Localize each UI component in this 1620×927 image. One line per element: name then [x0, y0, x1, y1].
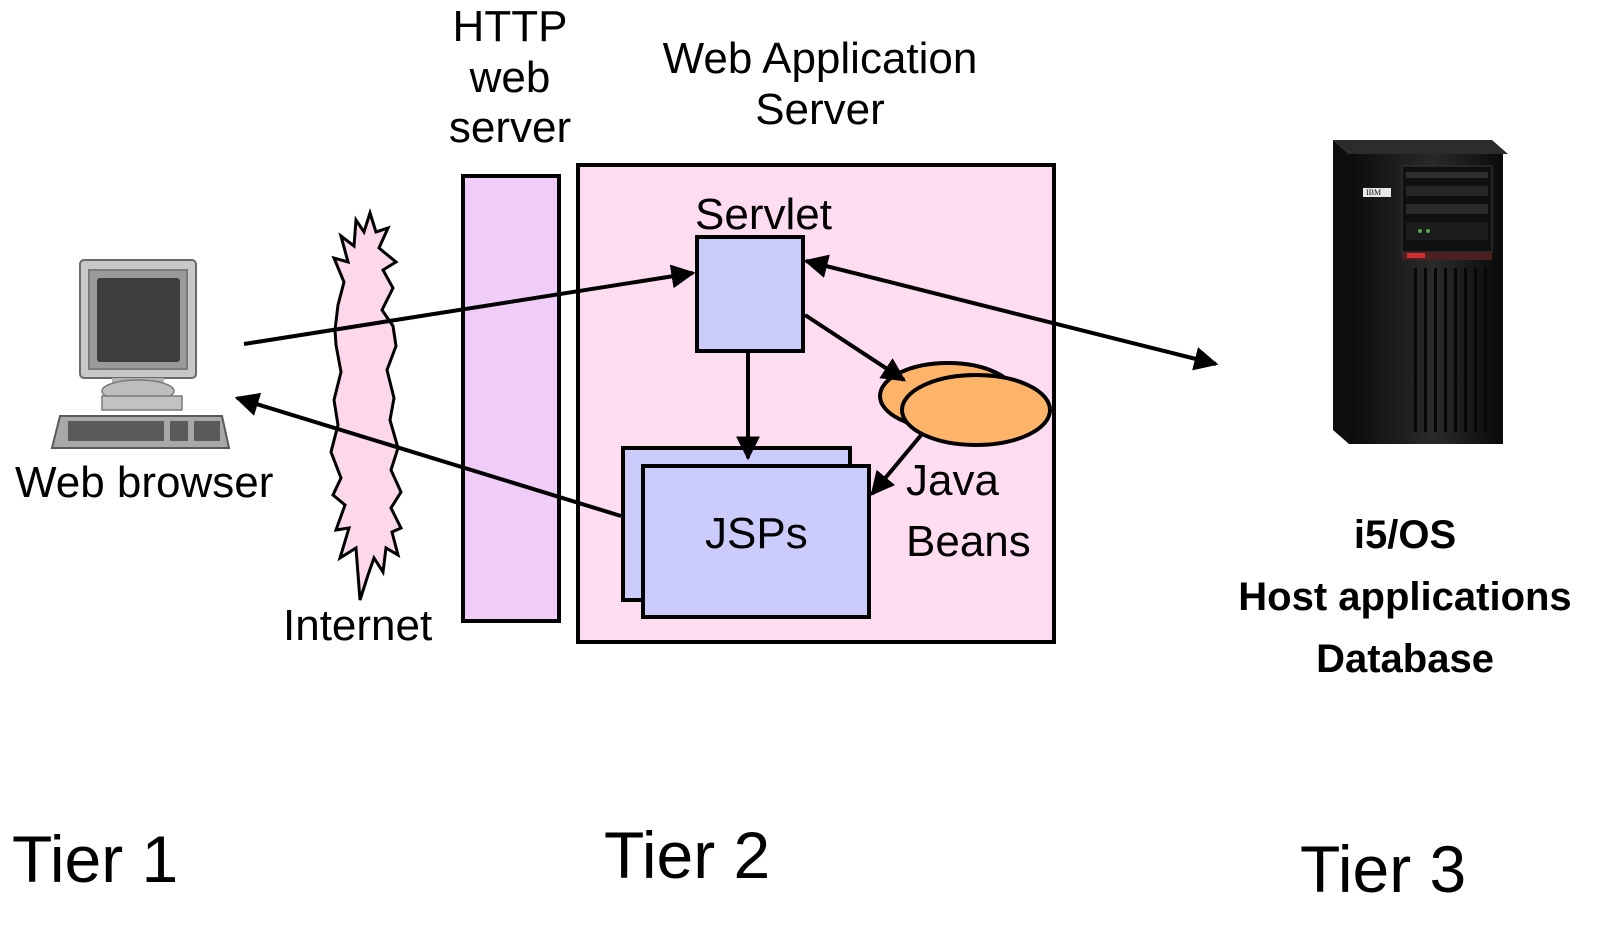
servlet-box	[695, 235, 805, 353]
http-web-server-label-line-2: web	[469, 52, 551, 102]
server-brand-text: IBM	[1366, 188, 1381, 197]
tier-1-label: Tier 1	[12, 822, 179, 896]
java-beans-label: Java Beans	[906, 451, 1031, 572]
arrow-jsp-to-browser	[234, 392, 622, 518]
http-web-server-label: HTTP web server	[430, 2, 590, 154]
web-application-server-label: Web Application Server	[635, 34, 1005, 135]
servlet-label: Servlet	[695, 190, 832, 239]
host-label: i5/OS Host applications Database	[1215, 504, 1595, 690]
jsp-page-front	[641, 464, 871, 619]
jsps-label: JSPs	[705, 509, 808, 558]
java-beans-label-line-2: Beans	[906, 516, 1031, 566]
host-label-database: Database	[1316, 637, 1494, 681]
tower-server-icon	[1333, 140, 1508, 444]
http-web-server-box	[461, 174, 561, 623]
arrow-beans-to-jsp	[870, 432, 924, 496]
web-application-server-label-line-2: Server	[755, 84, 885, 134]
tier-3-label: Tier 3	[1300, 832, 1467, 906]
arrow-browser-to-servlet	[243, 264, 696, 346]
internet-label: Internet	[283, 601, 433, 650]
java-beans-label-line-1: Java	[906, 456, 999, 505]
host-label-applications: Host applications	[1238, 575, 1572, 619]
arrow-servlet-host-bidirectional	[803, 254, 1219, 371]
web-application-server-label-line-1: Web Application	[662, 34, 978, 83]
tier-2-label: Tier 2	[604, 818, 771, 892]
lightning-cloud-icon	[329, 208, 404, 601]
http-web-server-label-line-1: HTTP	[452, 2, 568, 51]
web-browser-label: Web browser	[15, 458, 274, 507]
java-bean-front	[900, 373, 1052, 447]
host-label-os: i5/OS	[1353, 513, 1457, 557]
desktop-computer-icon	[50, 259, 231, 449]
http-web-server-label-line-3: server	[448, 103, 572, 153]
